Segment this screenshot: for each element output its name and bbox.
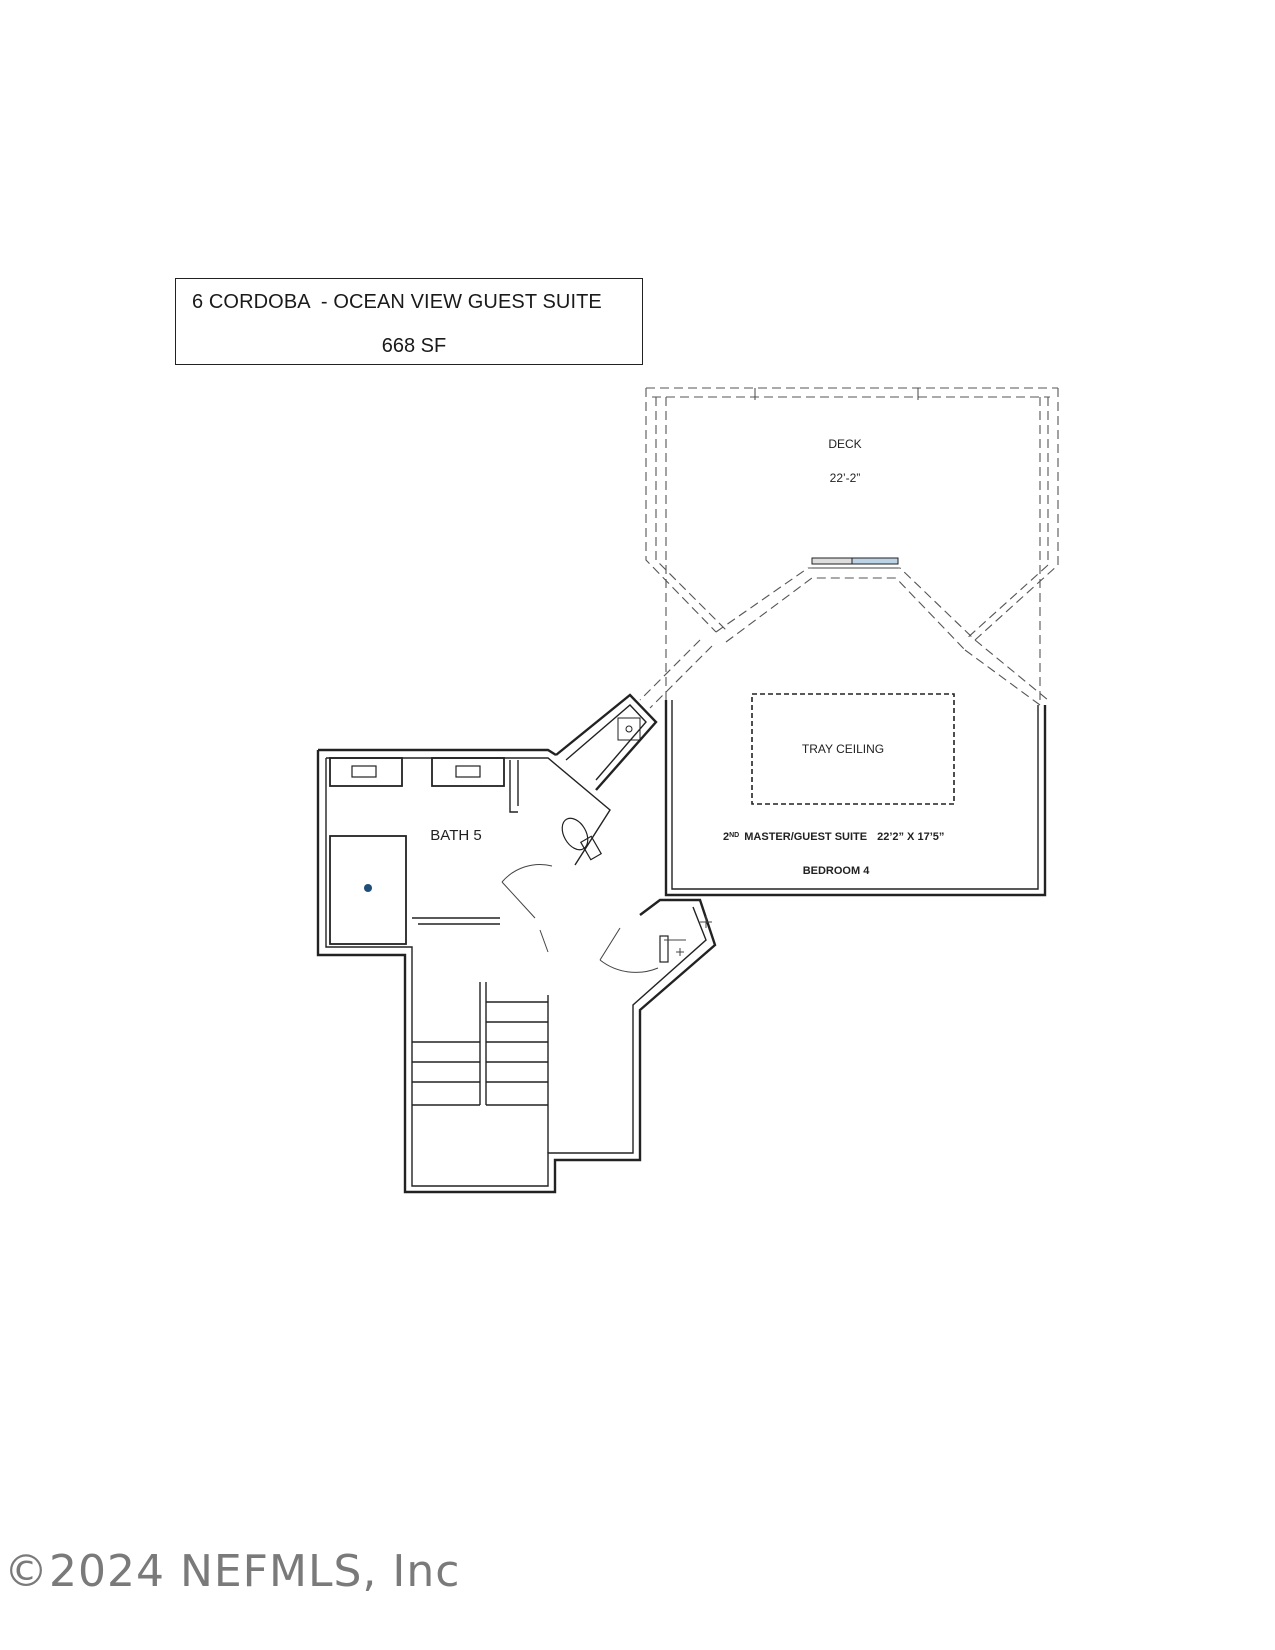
suite-dimension: 22’2” X 17’5” — [877, 831, 944, 843]
deck-label: DECK — [828, 437, 861, 451]
bath-walls — [316, 748, 717, 1194]
toilet — [561, 817, 603, 861]
tray-ceiling-outline — [751, 693, 955, 805]
closet-small — [659, 916, 712, 963]
bedroom-walls — [664, 700, 1047, 897]
plan-area: 668 SF — [381, 335, 447, 357]
vanity-counters — [329, 757, 505, 787]
plan-title: 6 CORDOBA - OCEAN VIEW GUEST SUITE — [192, 291, 602, 313]
deck-outline — [639, 387, 1059, 709]
shower-closet — [555, 693, 658, 791]
deck-dimension: 22’-2” — [830, 471, 861, 485]
suite-ordinal-suffix: ND — [729, 832, 739, 839]
copyright-watermark: ©2024 NEFMLS, Inc — [4, 1546, 461, 1597]
sliding-door — [811, 557, 899, 569]
tray-ceiling-label: TRAY CEILING — [802, 742, 884, 756]
bedroom-label: BEDROOM 4 — [803, 865, 871, 877]
suite-label: 2ND MASTER/GUEST SUITE 22’2” X 17’5” — [723, 831, 944, 843]
door-swings — [501, 864, 659, 973]
staircase — [412, 982, 549, 1153]
bath-label: BATH 5 — [430, 827, 481, 844]
bathtub — [329, 835, 407, 945]
suite-name: MASTER/GUEST SUITE — [744, 831, 867, 843]
title-box: 6 CORDOBA - OCEAN VIEW GUEST SUITE 668 S… — [175, 278, 643, 365]
suite-ordinal: 2 — [723, 831, 729, 843]
